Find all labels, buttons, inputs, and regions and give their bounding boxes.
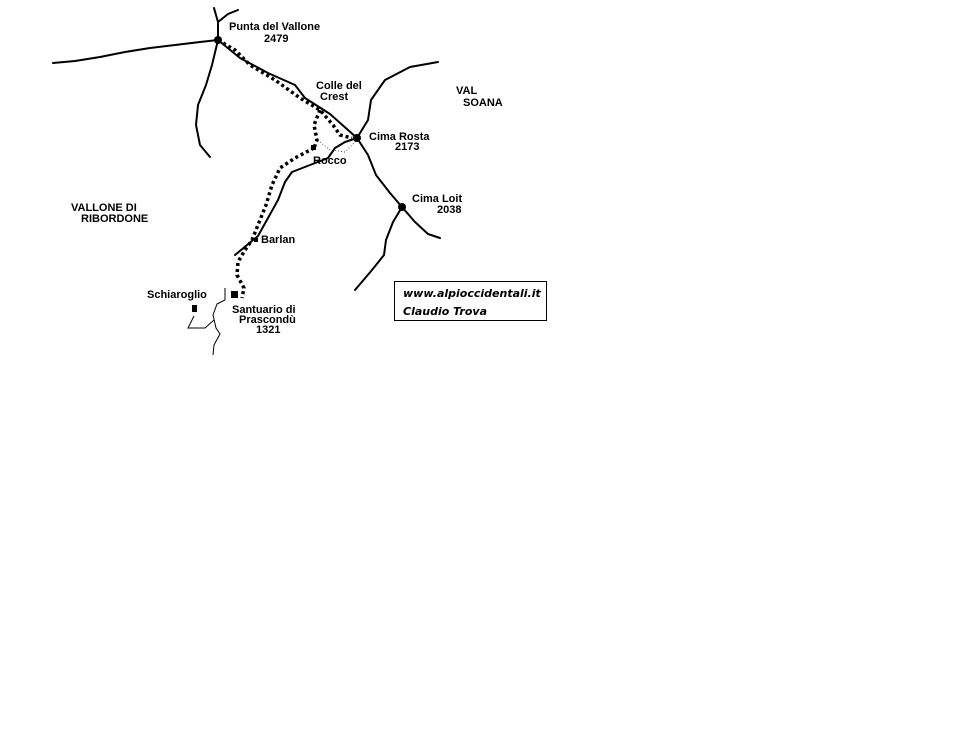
valley-label-soana-line1: VAL xyxy=(456,85,478,97)
ridge-northeast xyxy=(356,61,439,139)
place-marker-santuario xyxy=(231,291,238,298)
peak-label-punta-del-vallone: Punta del Vallone xyxy=(229,21,321,33)
peak-marker-cima-loit xyxy=(398,203,406,211)
peak-label-cima-loit: Cima Loit xyxy=(412,193,463,205)
ridge-south-spur xyxy=(195,39,219,158)
ridge-north xyxy=(213,7,219,41)
place-label-santuario-line2: Prascondù xyxy=(239,314,296,326)
place-label-barlan: Barlan xyxy=(261,234,296,246)
place-label-santuario-line1: Santuario di xyxy=(232,304,296,316)
road-schiaroglio xyxy=(187,315,215,329)
place-label-schiaroglio: Schiaroglio xyxy=(147,289,207,301)
place-elevation-santuario: 1321 xyxy=(256,324,281,336)
ridge-rosta-loit xyxy=(356,137,441,239)
credit-author: Claudio Trova xyxy=(403,305,487,318)
trail-ridge xyxy=(217,38,353,140)
valley-label-soana-line2: SOANA xyxy=(463,97,503,109)
place-label-rocco: Rocco xyxy=(313,155,347,167)
ridge-north-branch xyxy=(217,9,239,23)
credit-website: www.alpioccidentali.it xyxy=(403,287,541,300)
credit-box: www.alpioccidentali.it Claudio Trova xyxy=(394,281,547,321)
peak-elevation-cima-rosta: 2173 xyxy=(395,141,420,153)
place-marker-rocco xyxy=(311,145,316,150)
pass-label-line1: Colle del xyxy=(316,80,362,92)
ridge-rocco xyxy=(234,137,358,256)
valley-label-ribordone-line2: RIBORDONE xyxy=(81,213,149,225)
trail-faint xyxy=(319,139,358,153)
ridge-loit-southwest xyxy=(354,206,403,291)
trail-rocco-santuario xyxy=(235,146,315,299)
peak-marker-cima-rosta xyxy=(353,134,361,142)
valley-label-ribordone-line1: VALLONE DI xyxy=(71,202,137,214)
peak-elevation-cima-loit: 2038 xyxy=(437,204,462,216)
road xyxy=(212,288,226,356)
place-marker-schiaroglio xyxy=(192,305,197,312)
trail-branch-rocco xyxy=(312,109,322,149)
ridge-main xyxy=(217,39,358,139)
place-marker-barlan xyxy=(254,238,258,242)
peak-elevation-punta-del-vallone: 2479 xyxy=(264,33,289,45)
pass-label-line2: Crest xyxy=(320,91,349,103)
peak-label-cima-rosta: Cima Rosta xyxy=(369,131,430,143)
peak-marker-punta-del-vallone xyxy=(214,36,222,44)
ridge-west xyxy=(52,39,219,64)
